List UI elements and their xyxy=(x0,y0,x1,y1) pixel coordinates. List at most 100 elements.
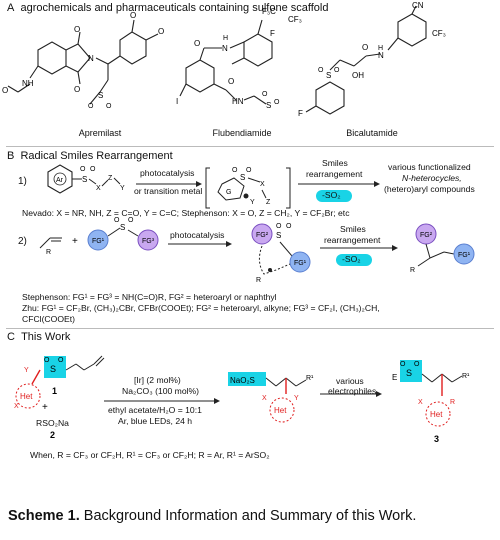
svg-text:2: 2 xyxy=(50,430,55,440)
svg-text:Z: Z xyxy=(266,199,271,206)
row2-arrow-top2: rearrangement xyxy=(324,235,381,245)
svg-text:Y: Y xyxy=(250,199,255,206)
row2-label: 2) xyxy=(18,236,27,247)
svg-text:CN: CN xyxy=(412,1,424,10)
svg-text:Het: Het xyxy=(430,410,443,419)
section-c-title: C This Work xyxy=(7,331,70,343)
svg-text:S: S xyxy=(240,173,245,182)
svg-text:+: + xyxy=(42,402,48,413)
row1-badge-text: -SO₂ xyxy=(322,190,341,200)
svg-text:FG²: FG² xyxy=(256,232,269,239)
caption-text: Background Information and Summary of th… xyxy=(79,508,417,524)
svg-text:Y: Y xyxy=(294,395,299,402)
svg-text:S: S xyxy=(98,91,103,100)
divider-a-b xyxy=(6,146,494,147)
svg-text:O: O xyxy=(130,11,136,20)
svg-text:NaO₂S: NaO₂S xyxy=(230,376,255,385)
svg-text:S: S xyxy=(82,175,87,184)
svg-text:CF₃: CF₃ xyxy=(432,29,446,38)
svg-text:Y: Y xyxy=(24,367,29,374)
fg1-circle-intermediate xyxy=(289,251,311,273)
caption-label: Scheme 1. xyxy=(8,508,80,524)
svg-text:FG³: FG³ xyxy=(142,238,155,245)
svg-text:R: R xyxy=(450,399,455,406)
row1-product-line2: N-heterocycles, xyxy=(402,173,462,183)
svg-text:Het: Het xyxy=(20,392,33,401)
svg-text:+: + xyxy=(72,236,78,247)
fg1-circle-product xyxy=(453,243,475,265)
divider-b-c xyxy=(6,328,494,329)
svg-text:3: 3 xyxy=(434,434,439,444)
svg-text:R¹: R¹ xyxy=(462,373,470,380)
svg-text:H: H xyxy=(378,45,383,52)
svg-text:N: N xyxy=(222,44,228,53)
svg-text:O: O xyxy=(228,77,234,86)
svg-text:O: O xyxy=(286,223,292,230)
reagent-sulfinate: RSO₂Na xyxy=(36,418,69,428)
row2-note2: Zhu: FG¹ = CF₂Br, (CH₃)₂CBr, CFBr(COOEt)… xyxy=(22,303,380,313)
svg-text:N: N xyxy=(88,54,94,63)
svg-text:O: O xyxy=(58,357,64,364)
condition-base: Na₂CO₃ (100 mol%) xyxy=(122,386,200,396)
compound-name-apremilast: Apremilast xyxy=(78,128,122,138)
section-a-heading: agrochemicals and pharmaceuticals contai… xyxy=(20,2,329,14)
so2-highlight-substrate xyxy=(44,356,66,378)
svg-text:Het: Het xyxy=(274,406,287,415)
svg-text:O: O xyxy=(362,43,368,52)
svg-text:O: O xyxy=(74,25,80,34)
svg-text:O: O xyxy=(276,223,282,230)
svg-text:O: O xyxy=(90,166,96,173)
row2-reagent: photocatalysis xyxy=(170,230,225,240)
svg-text:R: R xyxy=(46,249,51,256)
condition-atmosphere: Ar, blue LEDs, 24 h xyxy=(118,416,193,426)
het-ring-intermediate xyxy=(269,397,295,423)
row2-note1: Stephenson: FG¹ = FG³ = NH(C=O)R, FG² = … xyxy=(22,292,277,302)
svg-text:O: O xyxy=(246,167,252,174)
svg-text:S: S xyxy=(276,231,281,240)
section-c-footnote: When, R = CF₃ or CF₂H, R¹ = CF₃ or CF₂H;… xyxy=(30,450,270,460)
section-a-letter: A xyxy=(7,2,15,14)
svg-text:O: O xyxy=(128,217,134,224)
svg-text:1: 1 xyxy=(52,386,57,396)
svg-text:Z: Z xyxy=(108,175,113,182)
arrow2-bottom-label: electrophiles xyxy=(328,386,377,396)
section-c-heading: This Work xyxy=(21,331,71,343)
svg-text:G: G xyxy=(226,189,231,196)
row1-note: Nevado: X = NR, NH, Z = C=O, Y = C=C; St… xyxy=(22,208,350,218)
svg-text:X: X xyxy=(14,403,19,410)
svg-text:O: O xyxy=(80,166,86,173)
svg-text:R¹: R¹ xyxy=(306,375,314,382)
svg-text:O: O xyxy=(44,357,50,364)
so2-badge-row2 xyxy=(336,254,372,266)
arrow2-top-label: various xyxy=(336,376,364,386)
row2-arrow-top: Smiles xyxy=(340,224,366,234)
svg-text:O: O xyxy=(334,67,340,74)
svg-text:R: R xyxy=(410,267,415,274)
row1-reagent-line2: or transition metal xyxy=(134,186,203,196)
condition-solvent: ethyl acetate/H₂O = 10:1 xyxy=(108,405,202,415)
svg-text:O: O xyxy=(274,99,280,106)
row2-note3: CFCl(COOEt) xyxy=(22,314,75,324)
fg3-circle xyxy=(137,229,159,251)
het-ring-substrate xyxy=(15,383,41,409)
flubendiamide-structure xyxy=(179,19,273,105)
so2-badge-row1 xyxy=(316,190,352,202)
svg-text:S: S xyxy=(406,368,412,378)
condition-catalyst: [Ir] (2 mol%) xyxy=(134,375,181,385)
svg-text:Ar: Ar xyxy=(56,177,64,184)
svg-text:X: X xyxy=(260,181,265,188)
svg-text:H: H xyxy=(223,35,228,42)
row2-badge-text: -SO₂ xyxy=(342,254,361,264)
svg-text:X: X xyxy=(96,185,101,192)
row1-reagent-line1: photocatalysis xyxy=(140,168,195,178)
svg-text:S: S xyxy=(266,101,271,110)
svg-text:O: O xyxy=(114,217,120,224)
section-b-heading: Radical Smiles Rearrangement xyxy=(20,150,173,162)
section-b-title: B Radical Smiles Rearrangement xyxy=(7,150,173,162)
svg-text:O: O xyxy=(194,39,200,48)
compound-name-flubendiamide: Flubendiamide xyxy=(212,128,272,138)
svg-text:S: S xyxy=(50,364,56,374)
